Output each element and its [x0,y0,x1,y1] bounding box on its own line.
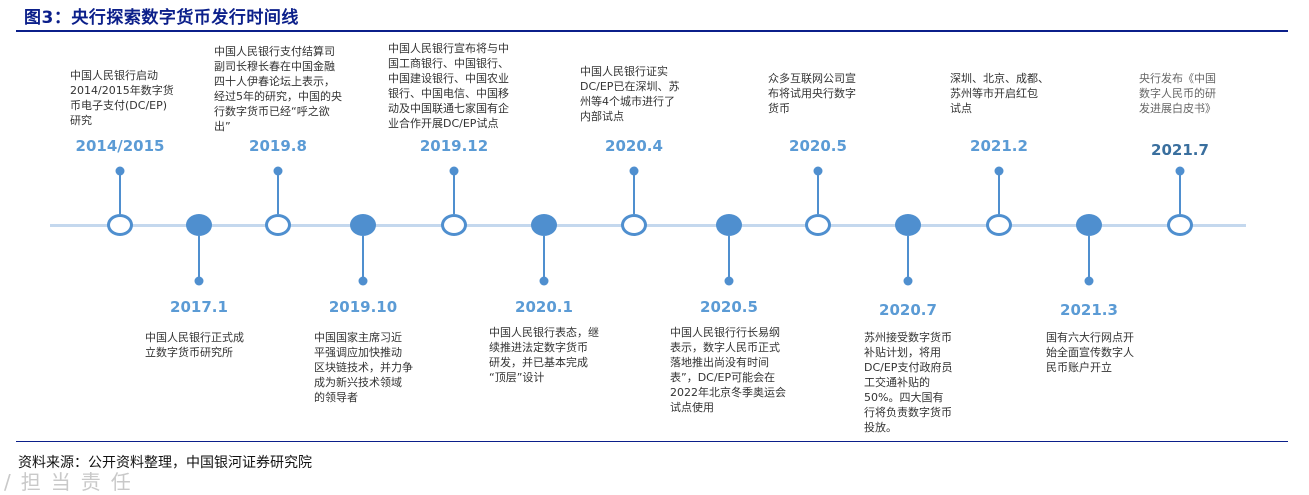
stem-line [198,236,200,280]
event-description: 中国人民银行正式成 立数字货币研究所 [145,331,244,359]
event-date: 2021.2 [970,137,1028,155]
figure-title: 图3：央行探索数字货币发行时间线 [24,8,299,28]
stem-line [1179,172,1181,214]
stem-line [998,172,1000,214]
timeline-axis [50,224,1246,227]
stem-line [362,236,364,280]
timeline-node-hollow [805,214,831,236]
timeline-node-filled [716,214,742,236]
timeline-node-hollow [107,214,133,236]
stem-end-dot [994,166,1004,176]
stem-line [453,172,455,214]
event-description: 苏州接受数字货币 补贴计划，将用 DC/EP支付政府员 工交通补贴的 50%。四… [864,331,953,434]
stem-line [907,236,909,280]
stem-end-dot [358,276,368,286]
event-description: 中国人民银行表态，继 续推进法定数字货币 研发，并已基本完成 “顶层”设计 [489,326,599,384]
stem-end-dot [449,166,459,176]
event-date: 2020.7 [879,301,937,319]
event-date: 2019.12 [419,137,489,155]
event-description: 中国人民银行启动 2014/2015年数字货 币电子支付(DC/EP) 研究 [70,69,174,127]
stem-end-dot [539,276,549,286]
stem-line [1088,236,1090,280]
event-date: 2020.5 [789,137,847,155]
stem-end-dot [629,166,639,176]
source-note: 资料来源：公开资料整理，中国银河证券研究院 [18,455,312,471]
timeline-node-filled [1076,214,1102,236]
event-date: 2021.3 [1060,301,1118,319]
event-description: 中国人民银行宣布将与中 国工商银行、中国银行、 中国建设银行、中国农业 银行、中… [388,42,509,130]
event-date: 2019.10 [328,298,398,316]
event-date: 2020.4 [605,137,663,155]
timeline-node-hollow [621,214,647,236]
stem-end-dot [273,166,283,176]
stem-end-dot [1175,166,1185,176]
timeline-node-hollow [441,214,467,236]
stem-line [119,172,121,214]
timeline-node-hollow [1167,214,1193,236]
event-description: 中国人民银行行长易纲 表示，数字人民币正式 落地推出尚没有时间 表”，DC/EP… [670,326,786,414]
event-description: 众多互联网公司宣 布将试用央行数字 货币 [768,72,856,115]
timeline-node-filled [186,214,212,236]
timeline-node-filled [531,214,557,236]
timeline-node-filled [350,214,376,236]
event-description: 中国人民银行支付结算司 副司长穆长春在中国金融 四十人伊春论坛上表示， 经过5年… [214,45,342,133]
event-date: 2020.1 [515,298,573,316]
stem-line [543,236,545,280]
event-description: 国有六大行网点开 始全面宣传数字人 民币账户开立 [1046,331,1134,374]
bottom-rule [16,441,1288,442]
stem-end-dot [724,276,734,286]
watermark-text: /担当责任 [4,470,141,494]
event-description: 深圳、北京、成都、 苏州等市开启红包 试点 [950,72,1049,115]
stem-end-dot [1084,276,1094,286]
timeline-node-filled [895,214,921,236]
event-description: 中国人民银行证实 DC/EP已在深圳、苏 州等4个城市进行了 内部试点 [580,65,680,123]
stem-line [633,172,635,214]
stem-end-dot [903,276,913,286]
stem-line [277,172,279,214]
stem-line [817,172,819,214]
stem-end-dot [813,166,823,176]
stem-end-dot [194,276,204,286]
top-rule [16,30,1288,32]
timeline-node-hollow [986,214,1012,236]
event-description: 央行发布《中国 数字人民币的研 发进展白皮书》 [1139,72,1216,115]
timeline-node-hollow [265,214,291,236]
event-date: 2021.7 [1151,141,1209,159]
event-date: 2014/2015 [75,137,165,155]
event-date: 2020.5 [700,298,758,316]
stem-line [728,236,730,280]
event-date: 2019.8 [249,137,307,155]
event-description: 中国国家主席习近 平强调应加快推动 区块链技术，并力争 成为新兴技术领域 的领导… [314,331,413,404]
stem-end-dot [115,166,125,176]
event-date: 2017.1 [170,298,228,316]
